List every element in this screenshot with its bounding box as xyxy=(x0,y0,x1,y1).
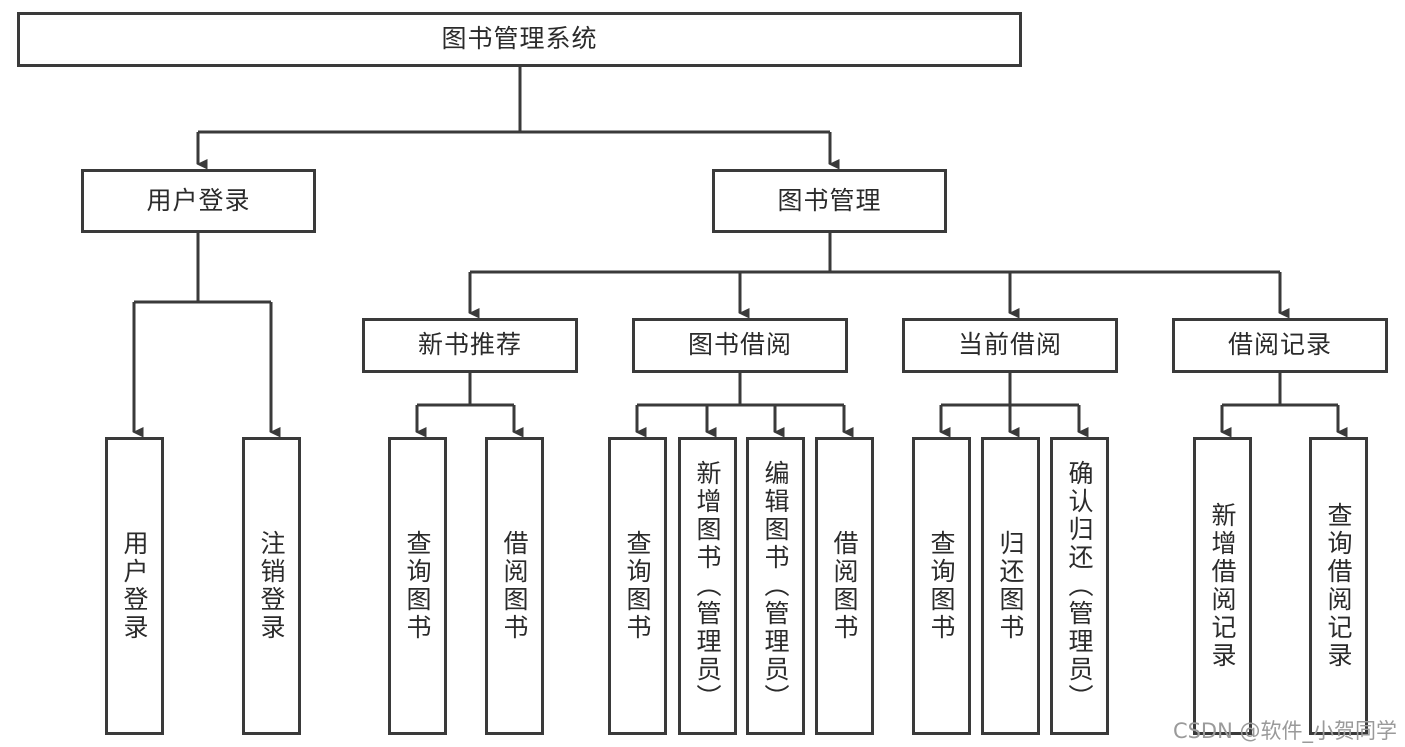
leaf-book-borrow-search-book[interactable]: 查询图书 xyxy=(608,437,667,735)
node-label: 查询图书 xyxy=(623,530,652,642)
leaf-new-book-borrow-book[interactable]: 借阅图书 xyxy=(485,437,544,735)
node-label: 新增借阅记录 xyxy=(1208,502,1237,670)
leaf-user-login-login[interactable]: 用户登录 xyxy=(105,437,164,735)
node-borrow-record[interactable]: 借阅记录 xyxy=(1172,318,1388,373)
node-label: 用户登录 xyxy=(146,185,251,215)
leaf-book-borrow-borrow-book[interactable]: 借阅图书 xyxy=(815,437,874,735)
leaf-borrow-record-add-record[interactable]: 新增借阅记录 xyxy=(1193,437,1252,735)
node-label: 新增图书（管理员） xyxy=(693,460,722,712)
node-label: 查询图书 xyxy=(927,530,956,642)
node-current-borrow[interactable]: 当前借阅 xyxy=(902,318,1118,373)
node-label: 新书推荐 xyxy=(417,330,522,360)
node-book-management[interactable]: 图书管理 xyxy=(712,169,947,233)
leaf-book-borrow-add-book-admin[interactable]: 新增图书（管理员） xyxy=(678,437,737,735)
node-label: 归还图书 xyxy=(996,530,1025,642)
node-label: 借阅记录 xyxy=(1227,330,1332,360)
leaf-new-book-search-book[interactable]: 查询图书 xyxy=(388,437,447,735)
node-label: 确认归还（管理员） xyxy=(1065,460,1094,712)
node-label: 用户登录 xyxy=(120,530,149,642)
leaf-current-borrow-search-book[interactable]: 查询图书 xyxy=(912,437,971,735)
node-label: 注销登录 xyxy=(257,530,286,642)
node-label: 图书管理 xyxy=(777,185,882,215)
node-book-borrow[interactable]: 图书借阅 xyxy=(632,318,848,373)
node-label: 查询图书 xyxy=(403,530,432,642)
node-label: 当前借阅 xyxy=(957,330,1062,360)
leaf-current-borrow-confirm-return-admin[interactable]: 确认归还（管理员） xyxy=(1050,437,1109,735)
node-label: 图书管理系统 xyxy=(441,24,598,54)
watermark-text: CSDN @软件_小贺同学 xyxy=(1172,719,1397,743)
node-label: 借阅图书 xyxy=(500,530,529,642)
node-label: 图书借阅 xyxy=(687,330,792,360)
node-new-book-recommend[interactable]: 新书推荐 xyxy=(362,318,578,373)
leaf-current-borrow-return-book[interactable]: 归还图书 xyxy=(981,437,1040,735)
leaf-user-login-logout[interactable]: 注销登录 xyxy=(242,437,301,735)
node-root-book-management-system[interactable]: 图书管理系统 xyxy=(17,12,1022,67)
leaf-book-borrow-edit-book-admin[interactable]: 编辑图书（管理员） xyxy=(746,437,805,735)
node-label: 编辑图书（管理员） xyxy=(761,460,790,712)
leaf-borrow-record-search-record[interactable]: 查询借阅记录 xyxy=(1309,437,1368,735)
node-user-login[interactable]: 用户登录 xyxy=(81,169,316,233)
node-label: 查询借阅记录 xyxy=(1324,502,1353,670)
node-label: 借阅图书 xyxy=(830,530,859,642)
